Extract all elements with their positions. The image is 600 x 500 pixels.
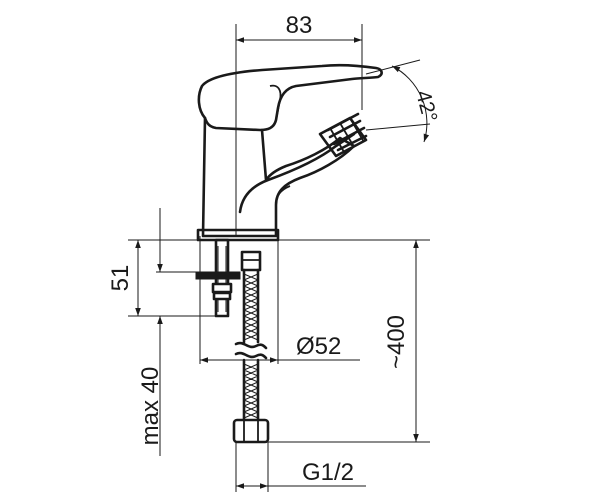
dimension-angle: 42° <box>365 59 441 143</box>
aerator <box>318 112 368 158</box>
dim-label-angle: 42° <box>411 88 441 125</box>
spout <box>238 132 356 214</box>
lever-shading <box>269 84 282 121</box>
dimension-width-top: 83 <box>236 12 362 43</box>
fixing-nut <box>211 282 233 294</box>
fixing-plate <box>195 271 241 280</box>
hose-break <box>234 341 268 360</box>
hose-braid-lower <box>243 363 259 419</box>
flexible-hose <box>232 250 270 444</box>
dim-label-d52: Ø52 <box>296 333 341 360</box>
dim-label-51: 51 <box>107 265 134 292</box>
hose-end-nut <box>232 418 270 444</box>
dimension-hose-length: ~400 <box>383 240 419 442</box>
dimension-thread: G1/2 <box>236 459 366 489</box>
dimension-body-height: 51 <box>107 240 141 316</box>
hose-braid-upper <box>243 273 259 341</box>
spout-lower <box>275 185 291 206</box>
dim-label-83: 83 <box>286 12 313 39</box>
extension-lines <box>128 24 430 492</box>
dim-label-400: ~400 <box>383 315 410 369</box>
dim-label-max40: max 40 <box>137 367 164 446</box>
faucet-body <box>196 63 383 242</box>
dimension-base-diameter: Ø52 <box>200 333 360 363</box>
dimension-deck-thickness: max 40 <box>137 208 164 456</box>
mounting-hardware <box>195 238 241 318</box>
lever-handle <box>197 63 383 132</box>
dim-label-g12: G1/2 <box>302 459 354 486</box>
